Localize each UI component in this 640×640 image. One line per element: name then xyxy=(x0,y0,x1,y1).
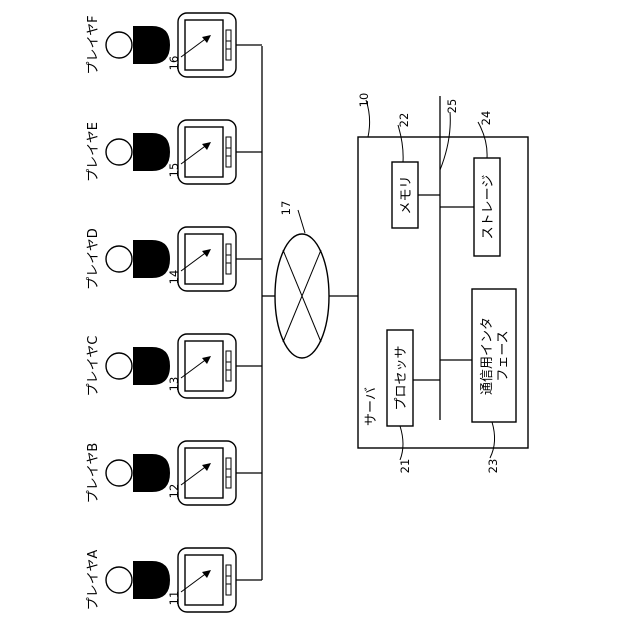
players-group: プレイヤA 11 プレイヤB 12 プレイヤC 13 プレイヤD 14 プレイヤE 15 プレイヤF… xyxy=(86,13,262,612)
comm-interface-label-line1: 通信用インタ xyxy=(480,317,495,395)
player-ref: 12 xyxy=(167,484,181,499)
terminal-screen xyxy=(185,555,223,605)
terminal-screen xyxy=(185,20,223,70)
player-label: プレイヤF xyxy=(86,15,101,74)
storage-label: ストレージ xyxy=(481,175,496,240)
memory-label: メモリ xyxy=(399,175,414,214)
processor-label: プロセッサ xyxy=(394,345,409,410)
player-head-icon xyxy=(106,246,132,272)
server-label: サーバ xyxy=(364,387,379,426)
bus-ref: 25 xyxy=(445,99,459,114)
player-body-icon xyxy=(133,347,170,385)
player-label: プレイヤE xyxy=(86,122,101,182)
player-row: プレイヤF 16 xyxy=(86,13,262,77)
player-head-icon xyxy=(106,460,132,486)
player-head-icon xyxy=(106,353,132,379)
player-body-icon xyxy=(133,240,170,278)
player-head-icon xyxy=(106,32,132,58)
player-body-icon xyxy=(133,133,170,171)
network-cloud xyxy=(262,234,358,358)
terminal-screen xyxy=(185,234,223,284)
memory-ref: 22 xyxy=(397,113,411,128)
comm-interface-label-line2: フェース xyxy=(496,330,511,381)
terminal-screen xyxy=(185,448,223,498)
player-row: プレイヤB 12 xyxy=(86,441,262,505)
processor-ref: 21 xyxy=(398,459,412,474)
player-row: プレイヤA 11 xyxy=(86,548,262,612)
player-row: プレイヤD 14 xyxy=(86,227,262,291)
player-row: プレイヤC 13 xyxy=(86,334,262,398)
player-label: プレイヤA xyxy=(86,550,101,611)
player-row: プレイヤE 15 xyxy=(86,120,262,184)
storage-ref: 24 xyxy=(479,111,493,126)
player-head-icon xyxy=(106,139,132,165)
player-ref: 16 xyxy=(167,56,181,71)
player-ref: 13 xyxy=(167,377,181,392)
server-ref: 10 xyxy=(357,93,371,108)
comm-interface-ref: 23 xyxy=(486,459,500,474)
player-label: プレイヤC xyxy=(86,336,101,397)
player-ref: 15 xyxy=(167,163,181,178)
player-ref: 14 xyxy=(167,270,181,285)
player-body-icon xyxy=(133,561,170,599)
network-ref: 17 xyxy=(279,201,293,216)
terminal-screen xyxy=(185,127,223,177)
player-label: プレイヤD xyxy=(86,228,101,290)
player-ref: 11 xyxy=(167,591,181,606)
player-body-icon xyxy=(133,454,170,492)
player-head-icon xyxy=(106,567,132,593)
player-label: プレイヤB xyxy=(86,443,101,504)
player-body-icon xyxy=(133,26,170,64)
terminal-screen xyxy=(185,341,223,391)
network-leader-line xyxy=(298,210,305,233)
